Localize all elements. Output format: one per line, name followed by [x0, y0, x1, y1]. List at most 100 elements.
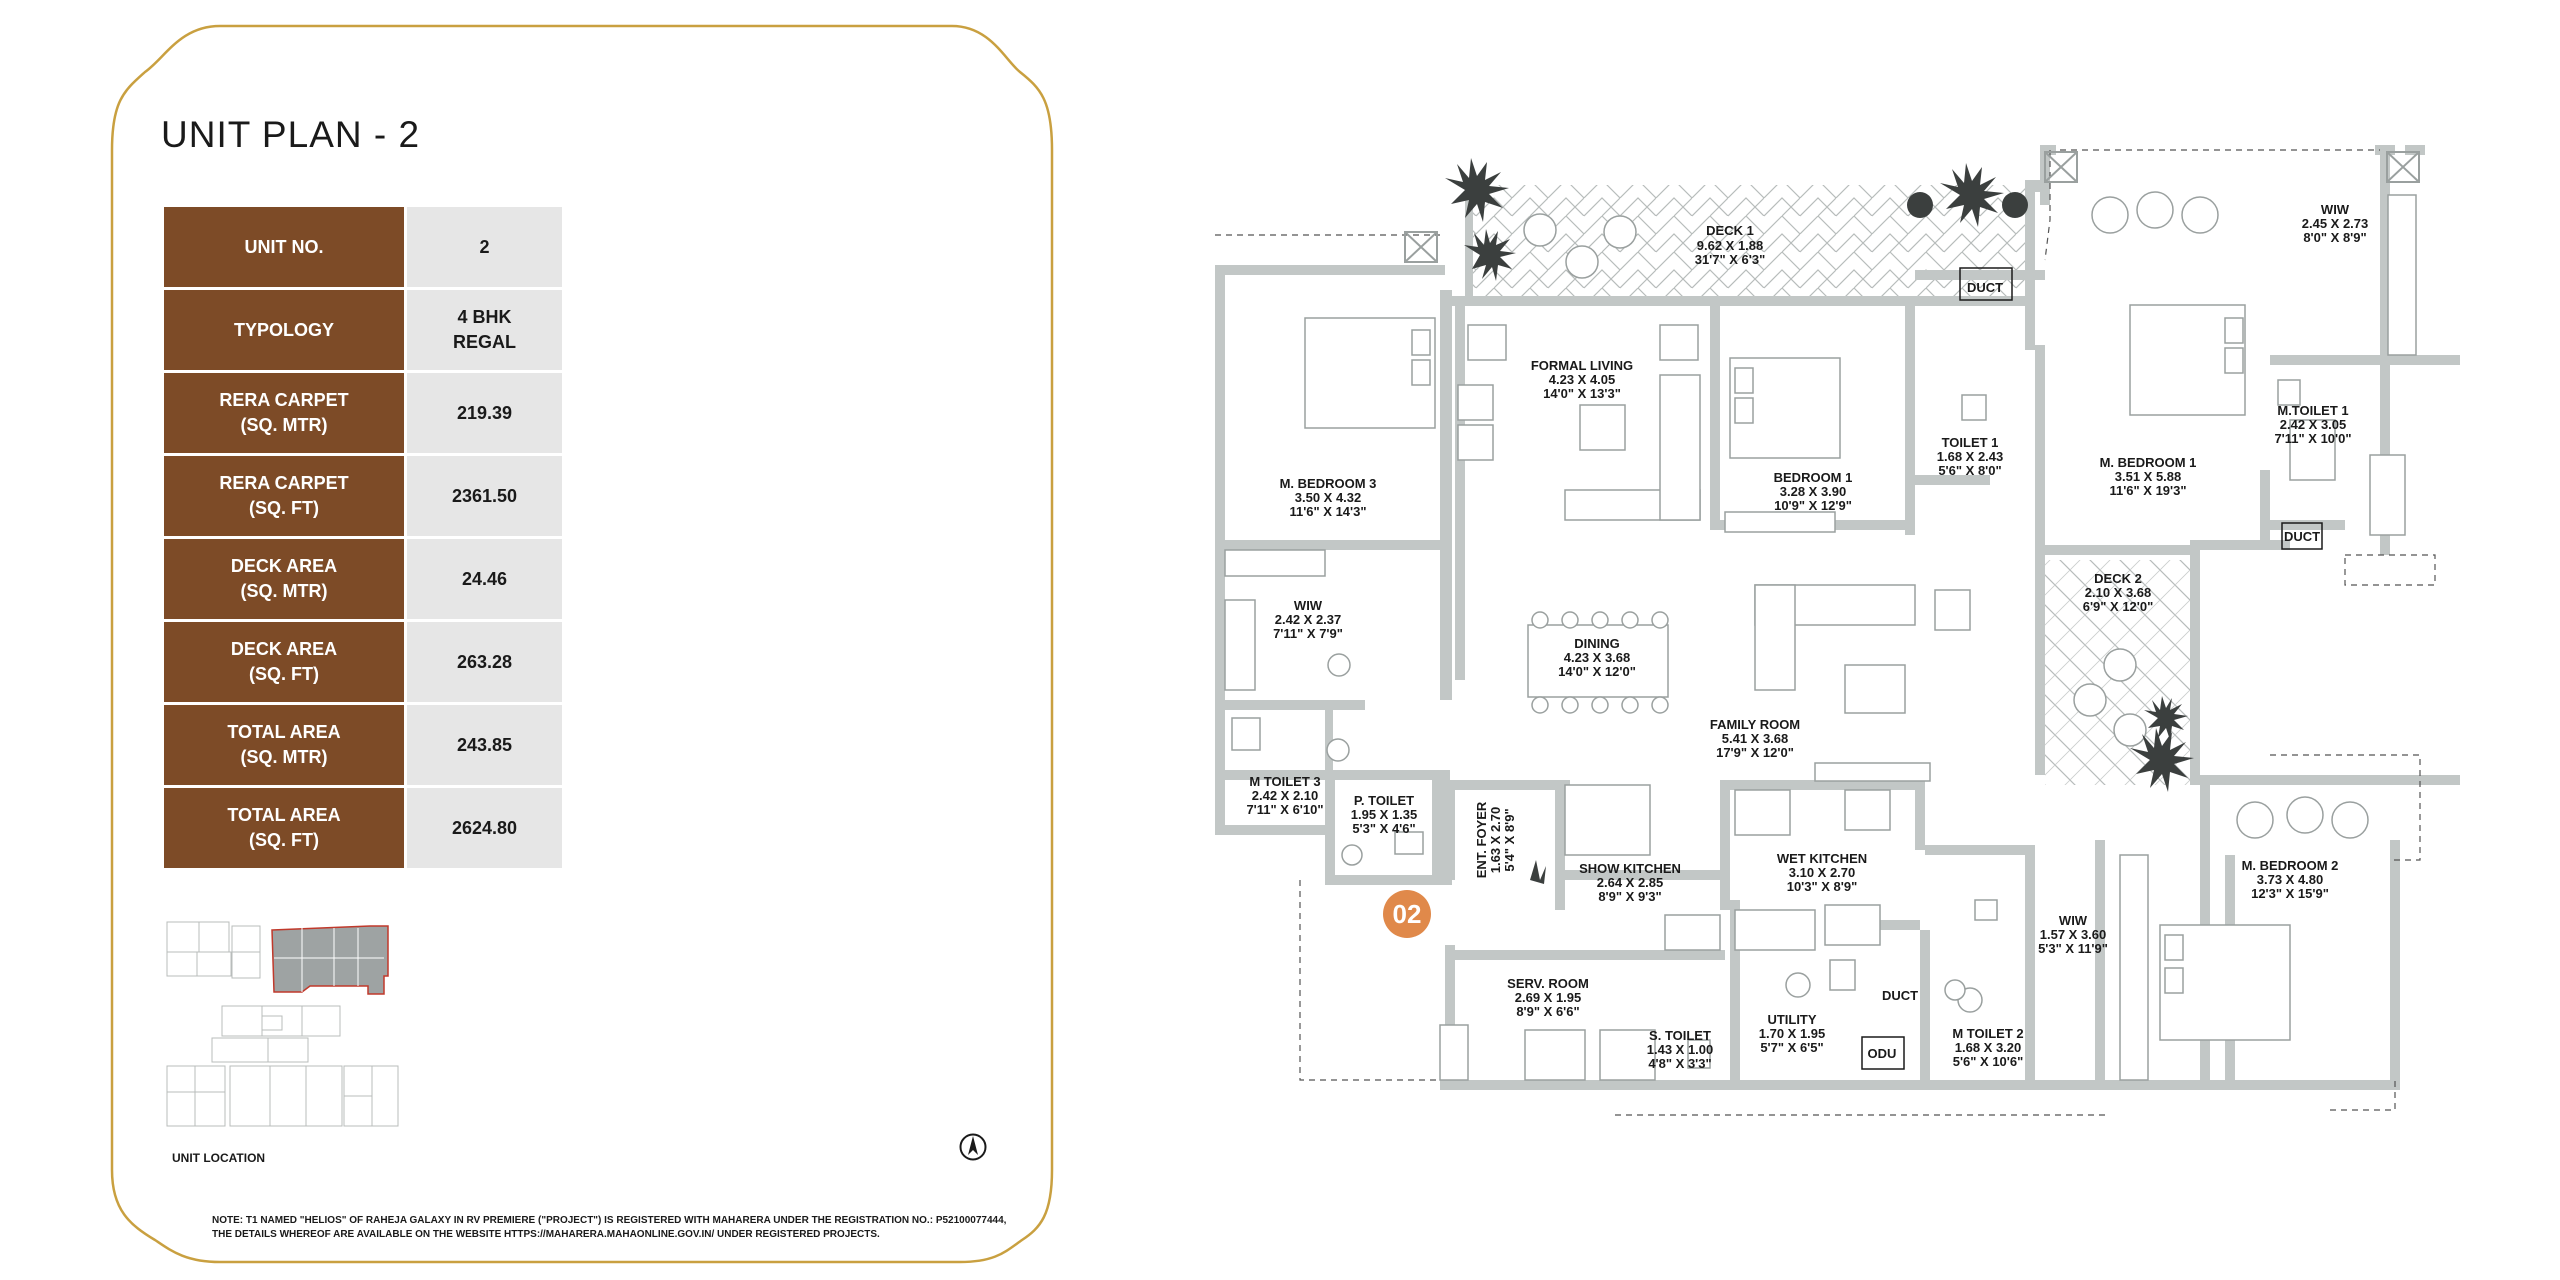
page-title: UNIT PLAN - 2 — [161, 114, 421, 155]
room-imperial: 10'9" X 12'9" — [1774, 498, 1852, 513]
room-metric: 1.95 X 1.35 — [1351, 807, 1418, 822]
room-metric: 3.10 X 2.70 — [1789, 865, 1856, 880]
room-metric: 2.42 X 3.05 — [2280, 417, 2347, 432]
room-metric: 1.68 X 3.20 — [1955, 1040, 2022, 1055]
spec-value: 263.28 — [405, 620, 562, 705]
spec-label: DECK AREA (SQ. MTR) — [164, 537, 407, 622]
room-metric: 1.63 X 2.70 — [1488, 807, 1503, 874]
table-row: UNIT NO.2 — [164, 207, 562, 290]
spec-value: 4 BHK REGAL — [405, 288, 562, 373]
dining-table — [1527, 624, 1669, 698]
room-imperial: 5'4" X 8'9" — [1502, 808, 1517, 871]
room-imperial: 11'6" X 14'3" — [1289, 504, 1366, 519]
room-imperial: 10'3" X 8'9" — [1787, 879, 1858, 894]
room-metric: 4.23 X 3.68 — [1564, 650, 1631, 665]
room-metric: 3.51 X 5.88 — [2115, 469, 2182, 484]
room-imperial: 17'9" X 12'0" — [1716, 745, 1794, 760]
room-imperial: 7'11" X 10'0" — [2274, 431, 2351, 446]
room-imperial: 5'7" X 6'5" — [1760, 1040, 1823, 1055]
room-label: TOILET 1 — [1942, 435, 1999, 450]
room-label: M. BEDROOM 3 — [1280, 476, 1377, 491]
unit-location-label: UNIT LOCATION — [172, 1151, 266, 1165]
spec-label: DECK AREA (SQ. FT) — [164, 620, 407, 705]
room-label: M.TOILET 1 — [2277, 403, 2348, 418]
room-imperial: 14'0" X 12'0" — [1558, 664, 1636, 679]
room-imperial: 6'9" X 12'0" — [2083, 599, 2154, 614]
room-metric: 4.23 X 4.05 — [1549, 372, 1616, 387]
spec-label: RERA CARPET (SQ. FT) — [164, 454, 407, 539]
room-imperial: 5'3" X 11'9" — [2038, 941, 2108, 956]
room-metric: 3.50 X 4.32 — [1295, 490, 1362, 505]
room-label: P. TOILET — [1354, 793, 1414, 808]
room-imperial: 5'6" X 8'0" — [1938, 463, 2001, 478]
room-label: DUCT — [1882, 988, 1918, 1003]
spec-value: 2624.80 — [405, 786, 562, 871]
room-label: WIW — [2059, 913, 2088, 928]
table-row: RERA CARPET (SQ. MTR)219.39 — [164, 371, 562, 456]
room-label: ENT. FOYER — [1474, 801, 1489, 878]
room-label: SERV. ROOM — [1507, 976, 1589, 991]
spec-value: 219.39 — [405, 371, 562, 456]
table-row: DECK AREA (SQ. MTR)24.46 — [164, 537, 562, 622]
legal-note-line: THE DETAILS WHEREOF ARE AVAILABLE ON THE… — [212, 1229, 880, 1240]
room-imperial: 14'0" X 13'3" — [1543, 386, 1621, 401]
room-metric: 2.69 X 1.95 — [1515, 990, 1582, 1005]
room-metric: 2.10 X 3.68 — [2085, 585, 2152, 600]
table-row: TOTAL AREA (SQ. MTR)243.85 — [164, 703, 562, 788]
room-metric: 1.57 X 3.60 — [2040, 927, 2107, 942]
room-metric: 2.42 X 2.10 — [1252, 788, 1319, 803]
unit-number-badge: 02 — [1383, 890, 1431, 938]
room-metric: 1.68 X 2.43 — [1937, 449, 2004, 464]
table-row: DECK AREA (SQ. FT)263.28 — [164, 620, 562, 705]
spec-label: UNIT NO. — [164, 207, 407, 290]
room-label: M. BEDROOM 1 — [2100, 455, 2197, 470]
spec-value: 2 — [405, 207, 562, 290]
key-plan-thumbnail — [166, 921, 399, 1127]
table-row: TOTAL AREA (SQ. FT)2624.80 — [164, 786, 562, 871]
room-imperial: 12'3" X 15'9" — [2251, 886, 2329, 901]
room-imperial: 4'8" X 3'3" — [1648, 1056, 1711, 1071]
room-label: SHOW KITCHEN — [1579, 861, 1681, 876]
room-label: DECK 1 — [1706, 223, 1754, 238]
room-label: BEDROOM 1 — [1774, 470, 1853, 485]
table-row: RERA CARPET (SQ. FT)2361.50 — [164, 454, 562, 539]
room-imperial: 8'9" X 6'6" — [1516, 1004, 1579, 1019]
room-label: M TOILET 2 — [1952, 1026, 2023, 1041]
north-arrow-icon — [959, 1133, 987, 1161]
room-label: M. BEDROOM 2 — [2242, 858, 2339, 873]
room-label: DINING — [1574, 636, 1620, 651]
room-imperial: 5'3" X 4'6" — [1352, 821, 1415, 836]
room-label: WET KITCHEN — [1777, 851, 1867, 866]
spec-label: TYPOLOGY — [164, 288, 407, 373]
room-label: DUCT — [2284, 529, 2320, 544]
room-imperial: 7'11" X 7'9" — [1273, 626, 1343, 641]
room-metric: 3.28 X 3.90 — [1780, 484, 1847, 499]
spec-label: RERA CARPET (SQ. MTR) — [164, 371, 407, 456]
room-metric: 3.73 X 4.80 — [2257, 872, 2324, 887]
legal-note: NOTE: T1 NAMED "HELIOS" OF RAHEJA GALAXY… — [212, 1214, 1006, 1242]
room-label: WIW — [1294, 598, 1323, 613]
room-imperial: 11'6" X 19'3" — [2109, 483, 2186, 498]
spec-value: 24.46 — [405, 537, 562, 622]
room-label: WIW — [2321, 202, 2350, 217]
spec-label: TOTAL AREA (SQ. MTR) — [164, 703, 407, 788]
room-metric: 1.43 X 1.00 — [1647, 1042, 1714, 1057]
room-metric: 2.42 X 2.37 — [1275, 612, 1342, 627]
room-label: FORMAL LIVING — [1531, 358, 1633, 373]
room-label: S. TOILET — [1649, 1028, 1711, 1043]
room-label: DUCT — [1967, 280, 2003, 295]
room-imperial: 5'6" X 10'6" — [1953, 1054, 2024, 1069]
room-label: FAMILY ROOM — [1710, 717, 1800, 732]
spec-value: 2361.50 — [405, 454, 562, 539]
room-label: DECK 2 — [2094, 571, 2142, 586]
room-metric: 2.45 X 2.73 — [2302, 216, 2369, 231]
legal-note-line: NOTE: T1 NAMED "HELIOS" OF RAHEJA GALAXY… — [212, 1215, 1007, 1226]
room-imperial: 8'0" X 8'9" — [2303, 230, 2366, 245]
room-label: UTILITY — [1767, 1012, 1816, 1027]
floor-plan: DECK 1 9.62 X 1.88 31'7" X 6'3" WIW 2.45… — [1215, 145, 2460, 1116]
plant-decoration — [1445, 158, 2194, 884]
room-metric: 5.41 X 3.68 — [1722, 731, 1789, 746]
